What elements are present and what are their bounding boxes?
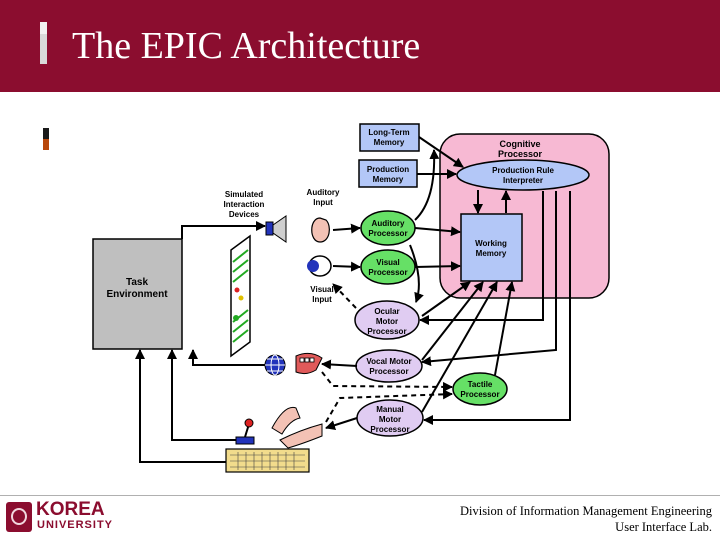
hand-lower-icon xyxy=(279,423,323,449)
university-crest-icon xyxy=(6,502,32,532)
bullet-marker xyxy=(43,128,49,150)
speaker-icon xyxy=(265,221,274,236)
mouth-icon xyxy=(295,352,323,375)
display-dot-green xyxy=(233,315,239,321)
globe-grid xyxy=(265,354,285,376)
hand-upper-icon xyxy=(271,406,301,435)
title-marker xyxy=(40,22,47,64)
slide-title: The EPIC Architecture xyxy=(72,25,421,67)
keyboard-keys xyxy=(230,452,305,470)
title-bar: The EPIC Architecture xyxy=(0,0,720,92)
logo-name: KOREA xyxy=(36,499,105,520)
vocal-motor-processor xyxy=(355,349,423,383)
display-dot-red xyxy=(234,287,240,293)
footer-divider xyxy=(0,495,720,496)
footer-division: Division of Information Management Engin… xyxy=(459,504,712,518)
joystick-knob xyxy=(244,418,254,428)
tactile-processor xyxy=(452,372,508,406)
footer-lab: User Interface Lab. xyxy=(615,520,712,534)
display-dot-yellow xyxy=(238,295,244,301)
dashed-arrows xyxy=(321,283,453,423)
production-rule-interpreter xyxy=(456,159,590,191)
task-environment-box xyxy=(92,238,183,350)
visual-processor xyxy=(360,249,416,285)
mouth-teeth xyxy=(299,357,315,363)
keyboard-icon xyxy=(225,448,310,473)
ear-icon xyxy=(311,217,330,243)
eye-pupil xyxy=(307,260,319,272)
connection-arrows xyxy=(135,136,571,463)
working-memory-box xyxy=(460,213,523,282)
logo-subtitle: UNIVERSITY xyxy=(37,519,114,531)
auditory-processor xyxy=(360,210,416,246)
joystick-base xyxy=(235,436,255,445)
speaker-cone xyxy=(272,215,287,243)
